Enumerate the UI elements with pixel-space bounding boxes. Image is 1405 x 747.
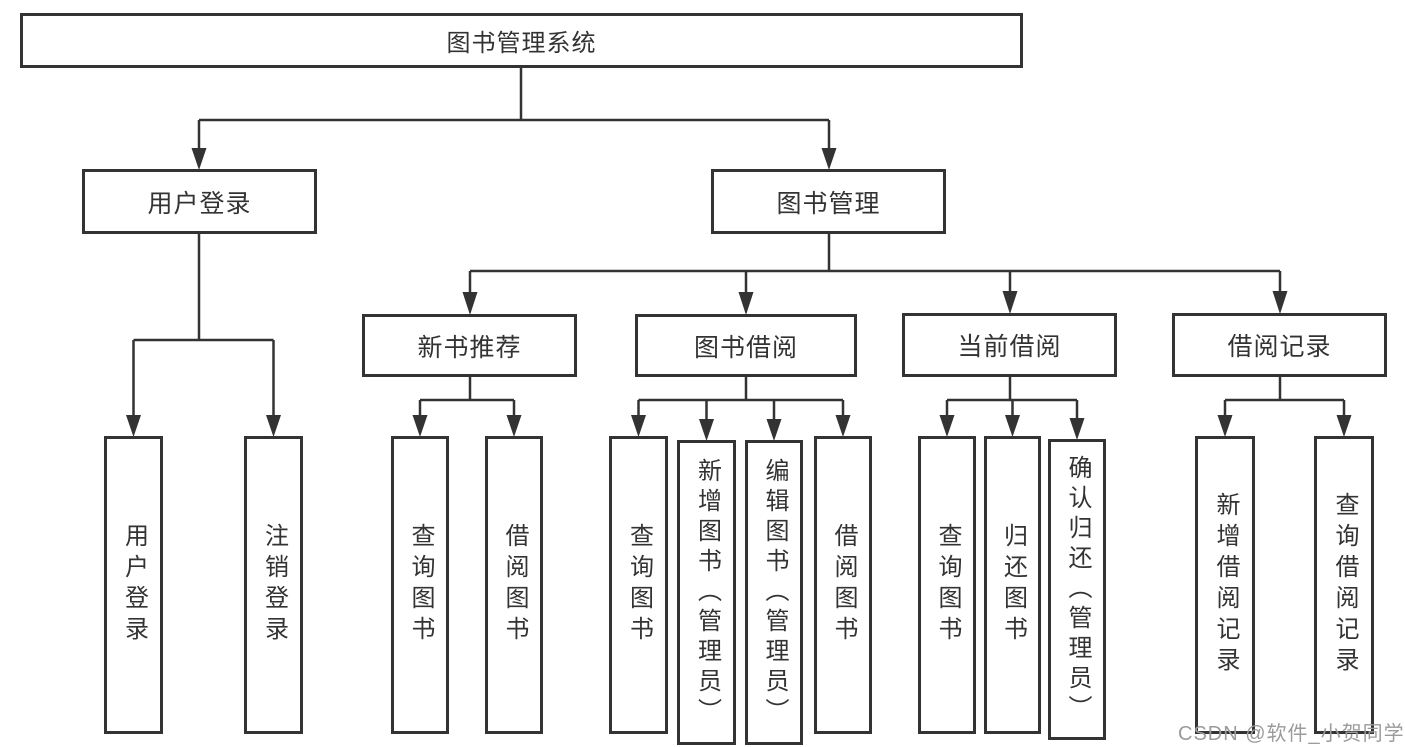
connector-root-to-level2: [191, 68, 837, 170]
node-book-management: 图书管理: [711, 169, 946, 234]
connector-borrow-children: [631, 377, 851, 441]
node-borrow-records: 借阅记录: [1172, 313, 1387, 377]
node-user-login-group-label: 用户登录: [147, 189, 252, 218]
node-borrow-edit-book-admin: 编辑图书（管理员）: [745, 440, 803, 745]
node-current-borrow: 当前借阅: [902, 313, 1117, 377]
node-book-borrow: 图书借阅: [635, 314, 857, 377]
node-new-book-recommend-label: 新书推荐: [417, 333, 522, 362]
node-current-query-book-label: 查询图书: [933, 523, 961, 647]
node-book-management-label: 图书管理: [776, 189, 881, 218]
node-book-borrow-label: 图书借阅: [693, 333, 798, 362]
connector-recommend-children: [412, 377, 522, 437]
node-records-query-record-label: 查询借阅记录: [1330, 492, 1358, 678]
node-records-add-record: 新增借阅记录: [1195, 436, 1255, 734]
node-user-login-leaf-label: 用户登录: [120, 523, 148, 647]
node-borrow-borrow-book-label: 借阅图书: [829, 523, 857, 647]
connector-book-management-children: [462, 233, 1288, 315]
node-user-login-leaf: 用户登录: [104, 436, 163, 734]
node-current-return-book: 归还图书: [984, 436, 1041, 734]
node-recommend-query-book: 查询图书: [391, 436, 449, 734]
node-current-confirm-return-admin: 确认归还（管理员）: [1048, 439, 1106, 740]
node-logout-leaf: 注销登录: [244, 436, 303, 734]
node-new-book-recommend: 新书推荐: [362, 314, 577, 377]
node-library-system-label: 图书管理系统: [446, 30, 597, 57]
node-recommend-borrow-book-label: 借阅图书: [500, 523, 528, 647]
node-current-borrow-label: 当前借阅: [957, 333, 1062, 361]
node-borrow-query-book-label: 查询图书: [625, 523, 653, 647]
node-current-return-book-label: 归还图书: [999, 523, 1027, 647]
node-recommend-query-book-label: 查询图书: [406, 523, 434, 647]
node-library-system: 图书管理系统: [20, 13, 1023, 68]
node-borrow-edit-book-admin-label: 编辑图书（管理员）: [760, 457, 788, 728]
node-borrow-add-book-admin-label: 新增图书（管理员）: [693, 457, 721, 728]
connector-records-children: [1217, 377, 1352, 437]
node-recommend-borrow-book: 借阅图书: [485, 436, 543, 734]
node-current-confirm-return-admin-label: 确认归还（管理员）: [1063, 454, 1091, 725]
node-borrow-records-label: 借阅记录: [1227, 333, 1332, 361]
node-borrow-borrow-book: 借阅图书: [814, 436, 872, 734]
node-current-query-book: 查询图书: [918, 436, 976, 734]
node-records-add-record-label: 新增借阅记录: [1211, 492, 1239, 678]
connector-user-login-children: [126, 233, 281, 437]
node-user-login-group: 用户登录: [82, 169, 317, 234]
node-records-query-record: 查询借阅记录: [1314, 436, 1374, 734]
node-borrow-query-book: 查询图书: [609, 436, 668, 734]
connector-current-children: [939, 377, 1085, 440]
node-borrow-add-book-admin: 新增图书（管理员）: [677, 440, 736, 745]
node-logout-leaf-label: 注销登录: [260, 523, 288, 647]
watermark: CSDN @软件_小贺同学: [1178, 723, 1405, 745]
